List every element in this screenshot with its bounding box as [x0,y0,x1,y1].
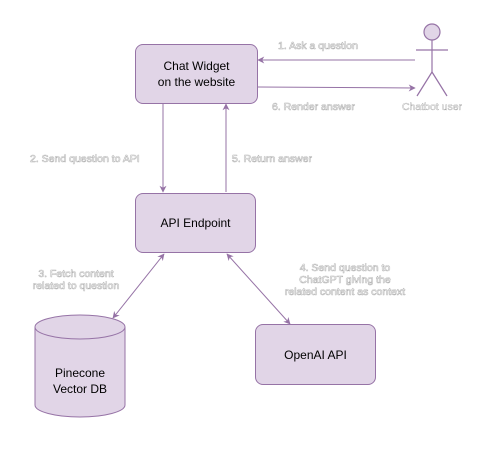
edge-label-fetch: 3. Fetch content related to question [20,268,132,292]
edge-label-chatgpt-line-3: related content as context [284,286,406,298]
openai-api-label: OpenAI API [284,347,347,362]
pinecone-label-line-1: Pinecone [54,366,106,380]
edge-fetch-content [112,253,165,319]
chatbot-user-label: Chatbot user [401,101,463,113]
pinecone-db-label: Pinecone Vector DB [34,365,126,397]
edge-label-render: 6. Render answer [272,101,355,113]
edge-render-answer [257,84,416,92]
edge-label-return: 5. Return answer [232,153,312,165]
chat-widget-label-line-1: Chat Widget [163,59,230,73]
openai-api-node: OpenAI API [255,324,376,385]
chat-widget-node: Chat Widget on the website [135,44,258,104]
edge-label-fetch-line-1: 3. Fetch content [38,268,114,280]
edge-label-fetch-line-2: related to question [32,280,120,292]
edge-label-send-api: 2. Send question to API [30,153,140,165]
api-endpoint-node: API Endpoint [135,193,256,253]
api-endpoint-label: API Endpoint [160,216,231,230]
pinecone-db-shape [34,314,126,418]
edge-label-chatgpt-line-2: ChatGPT giving the [299,274,391,286]
pinecone-label-line-2: Vector DB [52,382,108,396]
edge-label-send-chatgpt: 4. Send question to ChatGPT giving the r… [270,262,420,298]
edge-label-chatgpt-line-1: 4. Send question to [299,262,391,274]
edge-label-ask: 1. Ask a question [278,40,358,52]
chatbot-user-actor-icon [416,23,448,97]
chat-widget-label-line-2: on the website [157,75,236,89]
edge-send-to-chatgpt [226,253,291,325]
